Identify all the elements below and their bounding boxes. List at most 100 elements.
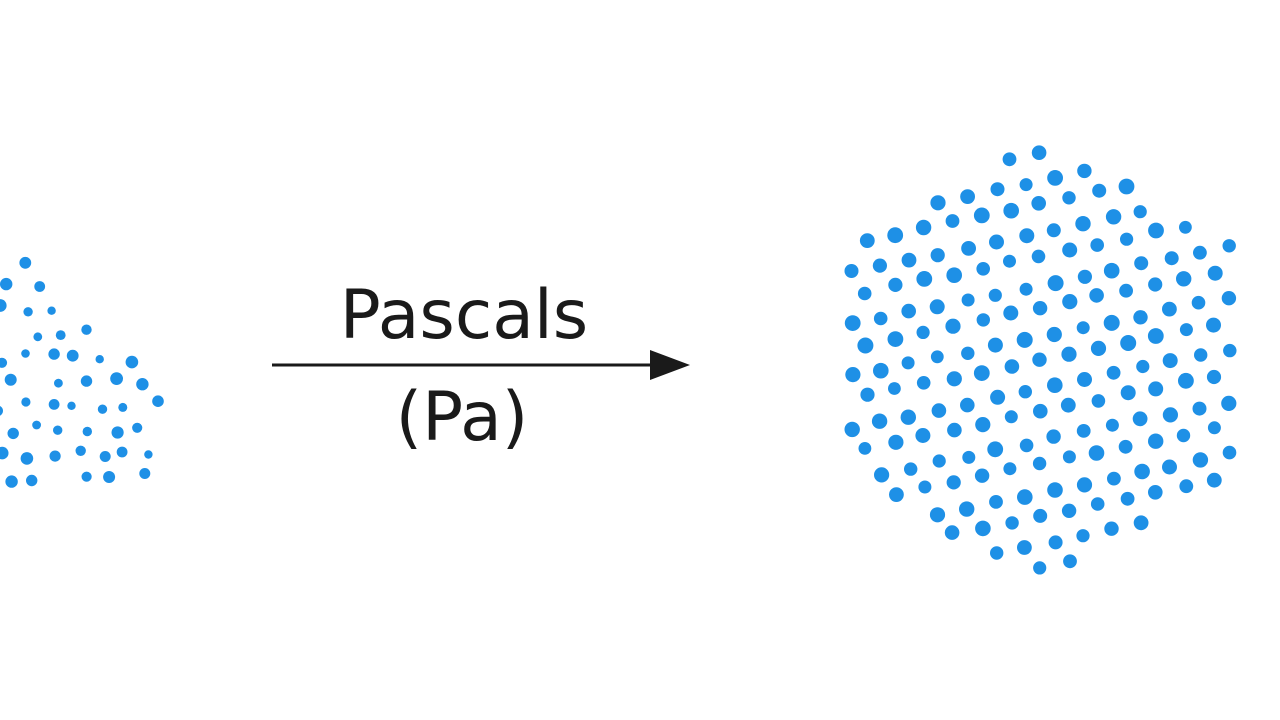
particle-dot	[20, 452, 34, 465]
particle-dot	[874, 467, 890, 483]
particle-dot	[1090, 497, 1105, 511]
particle-dot	[961, 293, 975, 307]
particle-dot	[1016, 331, 1033, 348]
particle-dot	[915, 428, 931, 443]
particle-dot	[990, 546, 1004, 560]
particle-dot	[976, 262, 990, 276]
particle-dot	[1062, 191, 1076, 205]
particle-dot	[872, 258, 888, 273]
particle-dot	[1061, 503, 1077, 518]
particle-dot	[1162, 301, 1177, 317]
particle-dot	[111, 426, 124, 439]
particle-dot	[1046, 326, 1062, 343]
particle-dot	[1207, 265, 1223, 281]
particle-dot	[66, 349, 79, 362]
particle-dot	[1105, 418, 1119, 432]
particle-dot	[1147, 328, 1164, 344]
particle-dot	[1031, 249, 1046, 264]
particle-dot	[916, 271, 933, 287]
particle-dot	[48, 348, 60, 360]
particle-dot	[1005, 516, 1019, 530]
particle-dot	[989, 234, 1004, 250]
particle-dot	[1089, 288, 1104, 303]
particle-dot	[1003, 305, 1019, 321]
particle-dot	[1002, 152, 1017, 167]
particle-dot	[1179, 220, 1192, 234]
particle-dot	[1134, 463, 1150, 480]
particle-dot	[990, 182, 1005, 197]
particle-dot	[1148, 485, 1163, 500]
particle-dot	[915, 219, 932, 236]
particle-dot	[116, 446, 128, 458]
particle-dot	[844, 421, 860, 438]
particle-dot	[1075, 216, 1091, 232]
particle-dot	[23, 307, 33, 317]
particle-dot	[1047, 170, 1063, 186]
particle-dot	[1060, 397, 1076, 413]
particle-dot	[19, 256, 32, 269]
particle-dot	[873, 311, 888, 326]
particle-dot	[973, 207, 990, 224]
particle-dot	[1077, 269, 1092, 284]
particle-dot	[945, 318, 961, 334]
particle-dot	[929, 299, 945, 315]
particle-dot	[1119, 283, 1133, 298]
particle-dot	[1162, 459, 1177, 475]
particle-dot	[118, 402, 128, 412]
particle-dot	[946, 475, 961, 490]
particle-dot	[132, 422, 143, 433]
particle-dot	[136, 378, 149, 391]
particle-dot	[1004, 359, 1020, 374]
particle-dot	[1091, 394, 1106, 408]
particle-dot	[1191, 295, 1206, 310]
particle-dot	[1148, 381, 1164, 397]
particle-dot	[81, 324, 92, 335]
particle-dot	[139, 468, 151, 479]
particle-dot	[1017, 540, 1032, 555]
particle-dot	[0, 446, 9, 460]
particle-dot	[1077, 372, 1092, 387]
particle-dot	[1018, 385, 1032, 399]
particle-dot	[1221, 291, 1237, 306]
particle-dot	[1162, 353, 1178, 369]
particle-dot	[1222, 445, 1237, 460]
particle-dot	[887, 227, 904, 244]
particle-dot	[1206, 317, 1221, 333]
particle-dot	[1104, 521, 1119, 536]
particle-dot	[990, 389, 1006, 405]
particle-dot	[1076, 424, 1091, 438]
particle-dot	[1003, 462, 1017, 476]
particle-dot	[973, 365, 990, 381]
particle-dot	[976, 313, 990, 327]
particle-dot	[889, 487, 904, 502]
particle-dot	[97, 404, 108, 414]
particle-dot	[962, 450, 976, 464]
particle-dot	[1133, 515, 1149, 531]
particle-dot	[1062, 294, 1078, 310]
particle-dot	[54, 378, 63, 388]
particle-dot	[860, 387, 875, 402]
particle-dot	[1032, 456, 1047, 471]
particle-dot	[0, 357, 8, 368]
particle-dot	[930, 350, 944, 364]
particle-dot	[1062, 450, 1076, 464]
particle-dot	[960, 397, 975, 413]
particle-dot	[1019, 282, 1033, 296]
particle-dot	[946, 267, 962, 284]
particle-dot	[0, 277, 13, 291]
arrow-head	[650, 350, 690, 380]
particle-dot	[916, 325, 930, 339]
compression-arrow	[272, 350, 690, 380]
particle-dot	[918, 480, 932, 494]
particle-dot	[944, 525, 960, 540]
particle-dot	[1048, 535, 1063, 550]
particle-dot	[152, 395, 164, 408]
particle-dot	[53, 425, 63, 435]
particle-dot	[1223, 343, 1237, 358]
particle-dot	[975, 417, 991, 433]
particle-dot	[1207, 421, 1221, 435]
particle-dot	[1046, 223, 1061, 238]
particle-dot	[1134, 256, 1149, 271]
particle-dot	[1017, 489, 1033, 505]
particle-dot	[1003, 202, 1019, 219]
